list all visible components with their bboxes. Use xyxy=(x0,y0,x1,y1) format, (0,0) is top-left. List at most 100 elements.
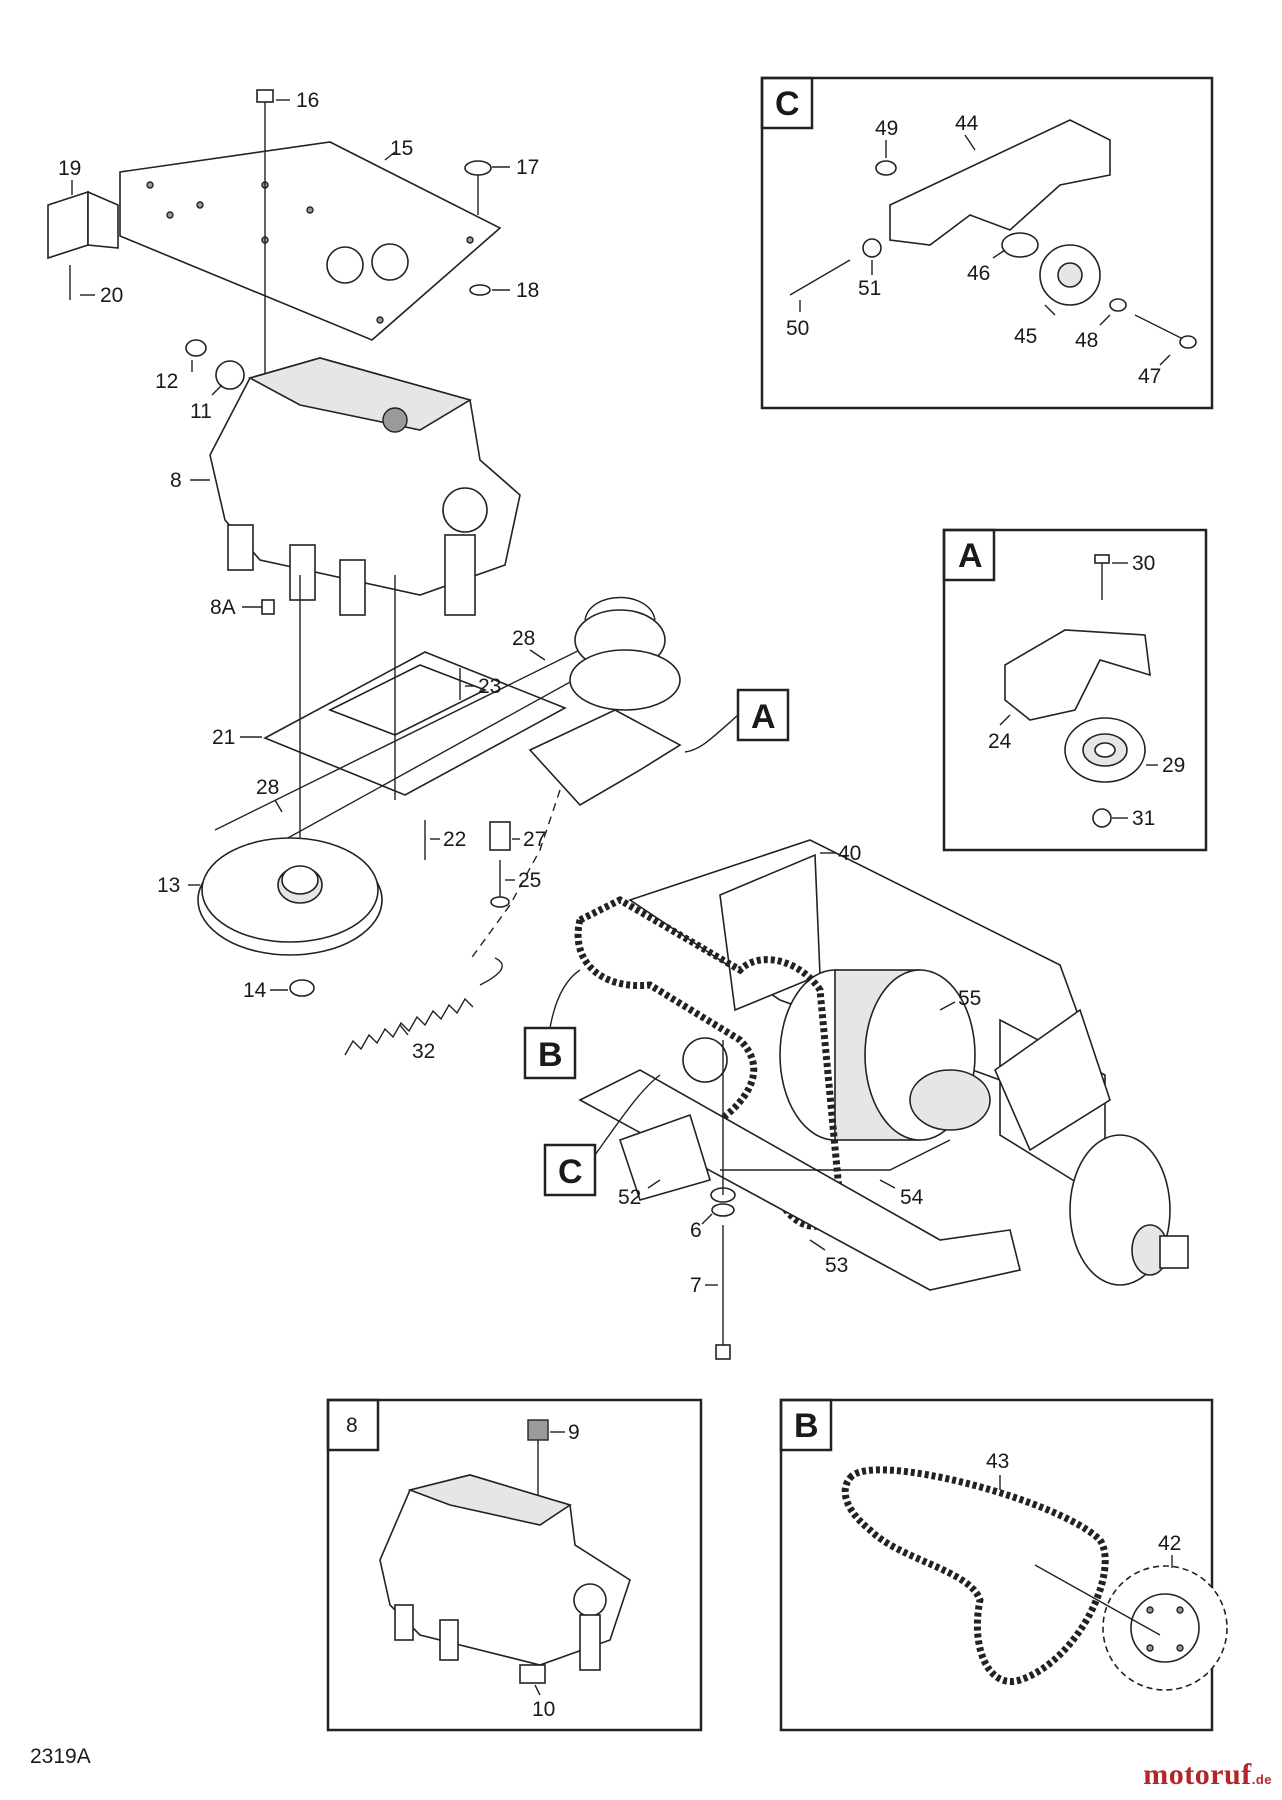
svg-text:B: B xyxy=(538,1036,563,1074)
inset-a-frame xyxy=(942,528,1208,852)
diagram-code: 2319A xyxy=(30,1745,91,1768)
part-label-9: 9 xyxy=(568,1421,580,1444)
part-label-47: 47 xyxy=(1138,365,1161,388)
pulley-29 xyxy=(1064,717,1146,783)
part-label-22: 22 xyxy=(443,828,466,851)
washer-48 xyxy=(1109,298,1127,312)
part-label-25: 25 xyxy=(518,869,541,892)
part-labels: 16 15 17 18 19 20 12 11 8 8A 28 23 21 28… xyxy=(58,89,1185,1721)
sprocket-45 xyxy=(1039,244,1101,306)
idler-pulley-28 xyxy=(569,596,681,711)
pulley-13 xyxy=(197,837,383,956)
part-label-18: 18 xyxy=(516,279,539,302)
part-label-55: 55 xyxy=(958,987,981,1010)
part-label-45: 45 xyxy=(1014,325,1037,348)
part-label-40: 40 xyxy=(838,842,861,865)
part-label-21: 21 xyxy=(212,726,235,749)
part-label-11: 11 xyxy=(190,400,212,423)
nut-51 xyxy=(862,238,882,258)
label-10 xyxy=(519,1664,546,1684)
svg-text:C: C xyxy=(558,1153,583,1191)
bolt-17 xyxy=(464,160,492,215)
part-label-42: 42 xyxy=(1158,1532,1181,1555)
bolt-50 xyxy=(789,259,851,296)
inset-a-label: A xyxy=(958,537,983,575)
callout-c: C xyxy=(543,1074,661,1197)
part-label-44: 44 xyxy=(955,112,979,135)
gearbox-8 xyxy=(209,357,521,616)
vent-plug-9 xyxy=(527,1419,549,1500)
gearbox-8-detail xyxy=(379,1474,631,1671)
chain-43 xyxy=(841,1466,1109,1685)
mounting-plate-15 xyxy=(119,141,502,341)
part-label-7: 7 xyxy=(690,1274,702,1297)
nut-18 xyxy=(469,284,491,296)
inset-c-frame xyxy=(760,76,1214,410)
ring-12 xyxy=(185,339,207,357)
inset-a-tag xyxy=(942,528,996,582)
part-label-17: 17 xyxy=(516,156,539,179)
part-label-53: 53 xyxy=(825,1254,848,1277)
screw-30 xyxy=(1094,554,1110,600)
inset-c-label: C xyxy=(775,85,800,123)
part-label-27: 27 xyxy=(523,828,546,851)
part-label-28-bottom: 28 xyxy=(256,776,279,799)
callout-b: B xyxy=(523,969,581,1080)
part-label-49: 49 xyxy=(875,117,898,140)
part-label-29: 29 xyxy=(1162,754,1185,777)
part-label-20: 20 xyxy=(100,284,123,307)
inset-b-frame xyxy=(779,1398,1214,1732)
part-label-15: 15 xyxy=(390,137,413,160)
sprocket-42 xyxy=(1102,1565,1228,1691)
inset-8-frame xyxy=(326,1398,703,1732)
part-label-28-top: 28 xyxy=(512,627,535,650)
part-label-51: 51 xyxy=(858,277,881,300)
part-label-23: 23 xyxy=(478,675,501,698)
inset-8-tag xyxy=(326,1398,380,1452)
part-label-54: 54 xyxy=(900,1186,924,1209)
inset-c-tag xyxy=(760,76,814,130)
part-label-24: 24 xyxy=(988,730,1012,753)
link-54 xyxy=(720,1139,951,1171)
bolt-16 xyxy=(256,89,274,130)
key-8a xyxy=(261,599,275,615)
part-label-30: 30 xyxy=(1132,552,1155,575)
part-label-13: 13 xyxy=(157,874,180,897)
part-label-31: 31 xyxy=(1132,807,1155,830)
belt-28 xyxy=(214,639,611,871)
nut-31 xyxy=(1092,808,1112,828)
bolt-25 xyxy=(490,860,510,908)
inset-8-label: 8 xyxy=(346,1414,358,1437)
inset-b-tag xyxy=(779,1398,833,1452)
spacer-27 xyxy=(489,821,511,851)
part-label-48: 48 xyxy=(1075,329,1098,352)
bracket-19 xyxy=(47,190,119,260)
watermark-logo: motoruf.de xyxy=(1143,1758,1272,1791)
part-label-16: 16 xyxy=(296,89,319,112)
part-label-43: 43 xyxy=(986,1450,1009,1473)
part-label-8a: 8A xyxy=(210,596,236,619)
part-label-12: 12 xyxy=(155,370,178,393)
part-label-14: 14 xyxy=(243,979,267,1002)
washer-6 xyxy=(711,1203,735,1217)
callout-a: A xyxy=(684,688,790,753)
sprocket-b-small xyxy=(682,1037,728,1083)
plate-21 xyxy=(263,651,567,796)
part-label-46: 46 xyxy=(967,262,990,285)
washer-14 xyxy=(289,979,315,997)
spring-32 xyxy=(344,957,503,1056)
part-label-10: 10 xyxy=(532,1698,555,1721)
svg-text:A: A xyxy=(751,698,776,736)
part-label-6: 6 xyxy=(690,1219,702,1242)
inset-b-label: B xyxy=(794,1407,819,1445)
bracket-24-main xyxy=(528,709,682,807)
washer-49 xyxy=(875,160,897,176)
part-label-50: 50 xyxy=(786,317,809,340)
bracket-24 xyxy=(1004,629,1151,721)
part-label-19: 19 xyxy=(58,157,81,180)
spacer-46 xyxy=(1001,232,1039,258)
part-label-8: 8 xyxy=(170,469,182,492)
transaxle-55 xyxy=(628,839,1189,1286)
sprocket-11 xyxy=(215,360,245,390)
